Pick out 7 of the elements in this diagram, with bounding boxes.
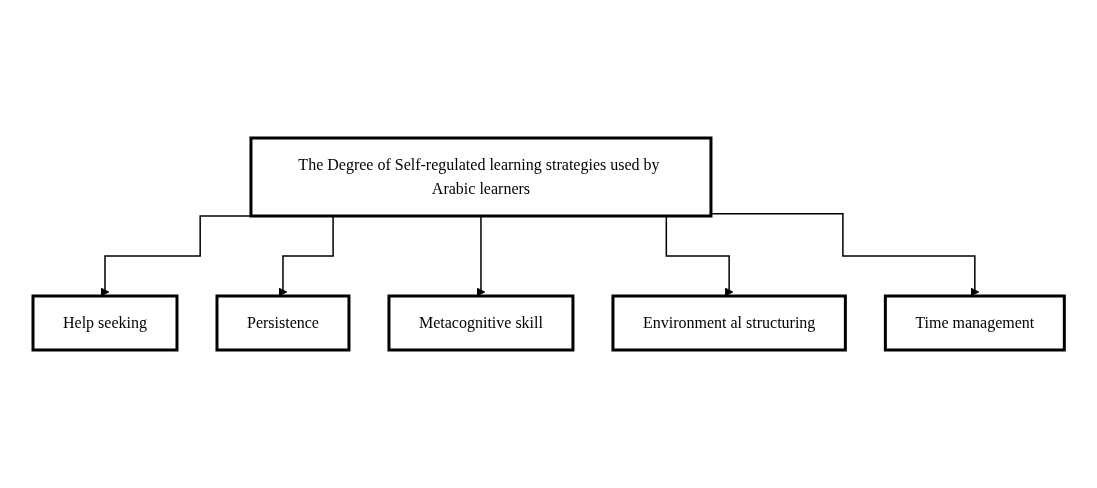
node-box: Metacognitive skill: [387, 294, 575, 352]
arrow: [710, 213, 980, 297]
node-box: Environment al structuring: [611, 294, 847, 352]
node-box: Time management: [883, 294, 1066, 352]
node-box: Persistence: [215, 294, 351, 352]
node-box: The Degree of Self-regulated learning strategies used by Arabic learners: [249, 136, 713, 218]
node-box: Help seeking: [31, 294, 179, 352]
